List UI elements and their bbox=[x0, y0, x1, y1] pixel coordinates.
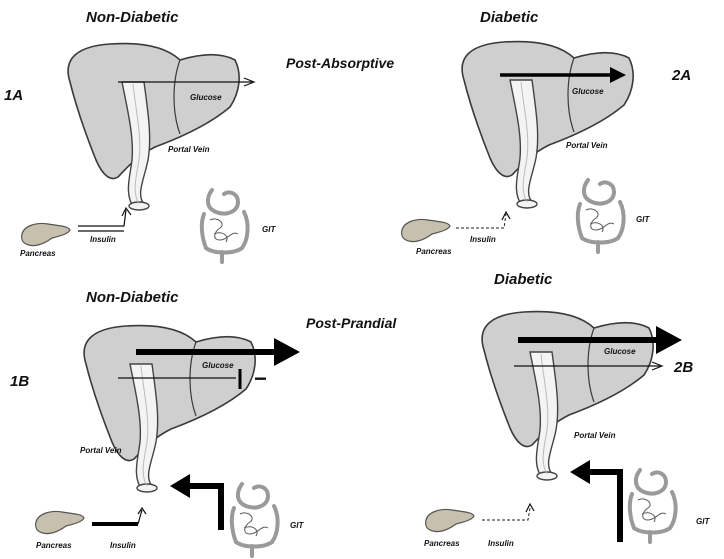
git-1a bbox=[199, 188, 250, 264]
glucose-arrowhead-thin-2b bbox=[651, 361, 664, 371]
git-label-1a: GIT bbox=[262, 225, 276, 234]
insulin-label-2a: Insulin bbox=[470, 235, 496, 244]
git-1b bbox=[229, 482, 280, 558]
panel-label-1b: 1B bbox=[10, 373, 29, 390]
glucose-label-2b: Glucose bbox=[604, 347, 636, 356]
pancreas-label-1b: Pancreas bbox=[36, 541, 72, 550]
portal-vein-label-2a: Portal Vein bbox=[566, 141, 608, 150]
insulin-arrowhead-1a bbox=[121, 206, 132, 217]
git-label-2b: GIT bbox=[696, 517, 710, 526]
git-2a bbox=[575, 178, 626, 254]
git-to-liver-arrowhead-1b bbox=[170, 474, 190, 498]
git-label-2a: GIT bbox=[636, 215, 650, 224]
portal-vein-label-1b: Portal Vein bbox=[80, 446, 122, 455]
liver-2a bbox=[461, 40, 634, 178]
pancreas-2a bbox=[401, 218, 451, 243]
pancreas-1b bbox=[35, 510, 85, 535]
liver-1b bbox=[83, 324, 256, 462]
title-diabetic-bottom: Diabetic bbox=[494, 271, 553, 288]
pancreas-label-2b: Pancreas bbox=[424, 539, 460, 548]
glucose-arrowhead-2a bbox=[610, 67, 626, 83]
panel-label-2a: 2A bbox=[671, 67, 691, 84]
glucose-label-1b: Glucose bbox=[202, 361, 234, 370]
glucose-label-2a: Glucose bbox=[572, 87, 604, 96]
insulin-arrowhead-1b bbox=[137, 506, 147, 525]
title-non-diabetic-bottom: Non-Diabetic bbox=[86, 289, 179, 306]
insulin-arrowhead-2b bbox=[525, 502, 535, 513]
panel-label-1a: 1A bbox=[4, 87, 23, 104]
git-label-1b: GIT bbox=[290, 521, 304, 530]
git-to-liver-arrow-1b bbox=[188, 483, 224, 530]
liver-1a bbox=[67, 42, 240, 180]
insulin-line-2b bbox=[482, 507, 531, 521]
insulin-arrowhead-2a bbox=[501, 210, 511, 221]
insulin-line-1a bbox=[78, 209, 127, 232]
git-to-liver-arrowhead-2b bbox=[570, 460, 590, 484]
pancreas-1a bbox=[21, 222, 71, 247]
pancreas-label-2a: Pancreas bbox=[416, 247, 452, 256]
pancreas-2b bbox=[425, 508, 475, 533]
git-2b bbox=[627, 468, 678, 544]
insulin-label-1b: Insulin bbox=[110, 541, 136, 550]
title-diabetic-top: Diabetic bbox=[480, 9, 539, 26]
insulin-line-2a bbox=[456, 213, 507, 229]
insulin-label-1a: Insulin bbox=[90, 235, 116, 244]
phase-post-prandial: Post-Prandial bbox=[306, 315, 397, 331]
portal-vein-label-1a: Portal Vein bbox=[168, 145, 210, 154]
git-to-liver-arrow-2b bbox=[588, 469, 623, 542]
glucose-arrowhead-thick-2b bbox=[656, 326, 682, 354]
pancreas-label-1a: Pancreas bbox=[20, 249, 56, 258]
phase-post-absorptive: Post-Absorptive bbox=[286, 55, 394, 71]
portal-vein-label-2b: Portal Vein bbox=[574, 431, 616, 440]
minus-sign-1b: − bbox=[254, 366, 267, 391]
panel-label-2b: 2B bbox=[673, 359, 693, 376]
glucose-arrowhead-1a bbox=[243, 77, 256, 87]
title-non-diabetic-top: Non-Diabetic bbox=[86, 9, 179, 26]
glucose-label-1a: Glucose bbox=[190, 93, 222, 102]
liver-2b bbox=[481, 310, 654, 448]
insulin-label-2b: Insulin bbox=[488, 539, 514, 548]
glucose-arrowhead-thick-1b bbox=[274, 338, 300, 366]
